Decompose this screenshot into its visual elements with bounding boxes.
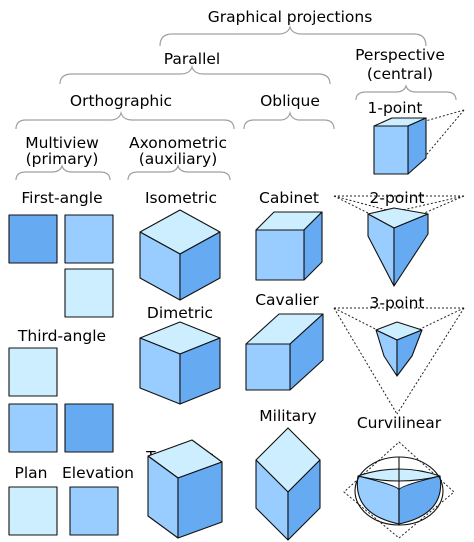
first-angle-views bbox=[8, 214, 114, 318]
label-orthographic: Orthographic bbox=[70, 92, 172, 110]
third-angle-top-view bbox=[8, 347, 58, 397]
brace-parallel bbox=[59, 64, 331, 85]
curvilinear-perspective bbox=[343, 441, 455, 539]
trimetric-cube bbox=[147, 439, 223, 539]
two-point-perspective bbox=[333, 195, 465, 287]
military-cube bbox=[255, 427, 321, 541]
label-primary: (primary) bbox=[26, 150, 99, 168]
cabinet-cube bbox=[255, 211, 323, 281]
brace-multiview bbox=[15, 164, 111, 181]
first-angle-front-view bbox=[8, 214, 58, 264]
label-central: (central) bbox=[367, 65, 433, 83]
three-point-perspective bbox=[333, 307, 465, 415]
third-angle-views bbox=[8, 347, 114, 453]
third-angle-side-view bbox=[8, 403, 58, 453]
label-auxiliary: (auxiliary) bbox=[139, 150, 218, 168]
label-one-point: 1-point bbox=[368, 99, 423, 117]
label-first-angle: First-angle bbox=[21, 189, 102, 207]
label-cabinet: Cabinet bbox=[259, 189, 319, 207]
one-point-perspective bbox=[373, 109, 465, 175]
first-angle-side-view bbox=[64, 214, 114, 264]
first-angle-top-view bbox=[64, 268, 114, 318]
cavalier-cube bbox=[245, 313, 324, 391]
label-perspective: Perspective bbox=[355, 46, 445, 64]
label-three-point: 3-point bbox=[370, 294, 425, 312]
label-curvilinear: Curvilinear bbox=[357, 414, 442, 432]
label-two-point: 2-point bbox=[370, 189, 425, 207]
brace-perspective bbox=[355, 84, 457, 101]
label-parallel: Parallel bbox=[164, 50, 220, 68]
label-cavalier: Cavalier bbox=[255, 291, 319, 309]
isometric-cube bbox=[139, 209, 221, 301]
brace-axonometric bbox=[127, 164, 231, 181]
brace-root bbox=[159, 24, 427, 47]
label-dimetric: Dimetric bbox=[147, 304, 213, 322]
label-axonometric: Axonometric bbox=[129, 134, 227, 152]
label-isometric: Isometric bbox=[145, 189, 217, 207]
third-angle-front-view bbox=[64, 403, 114, 453]
label-multiview: Multiview bbox=[25, 134, 99, 152]
label-military: Military bbox=[259, 407, 316, 425]
dimetric-cube bbox=[139, 321, 221, 405]
brace-oblique bbox=[243, 110, 335, 130]
label-oblique: Oblique bbox=[260, 92, 320, 110]
label-graphical-projections: Graphical projections bbox=[208, 8, 373, 26]
plan-view bbox=[8, 486, 58, 536]
label-third-angle: Third-angle bbox=[17, 327, 106, 345]
plan-elevation-views bbox=[8, 486, 119, 536]
brace-orthographic bbox=[15, 110, 235, 130]
label-elevation: Elevation bbox=[62, 464, 134, 482]
label-plan: Plan bbox=[15, 464, 48, 482]
elevation-view bbox=[69, 486, 119, 536]
